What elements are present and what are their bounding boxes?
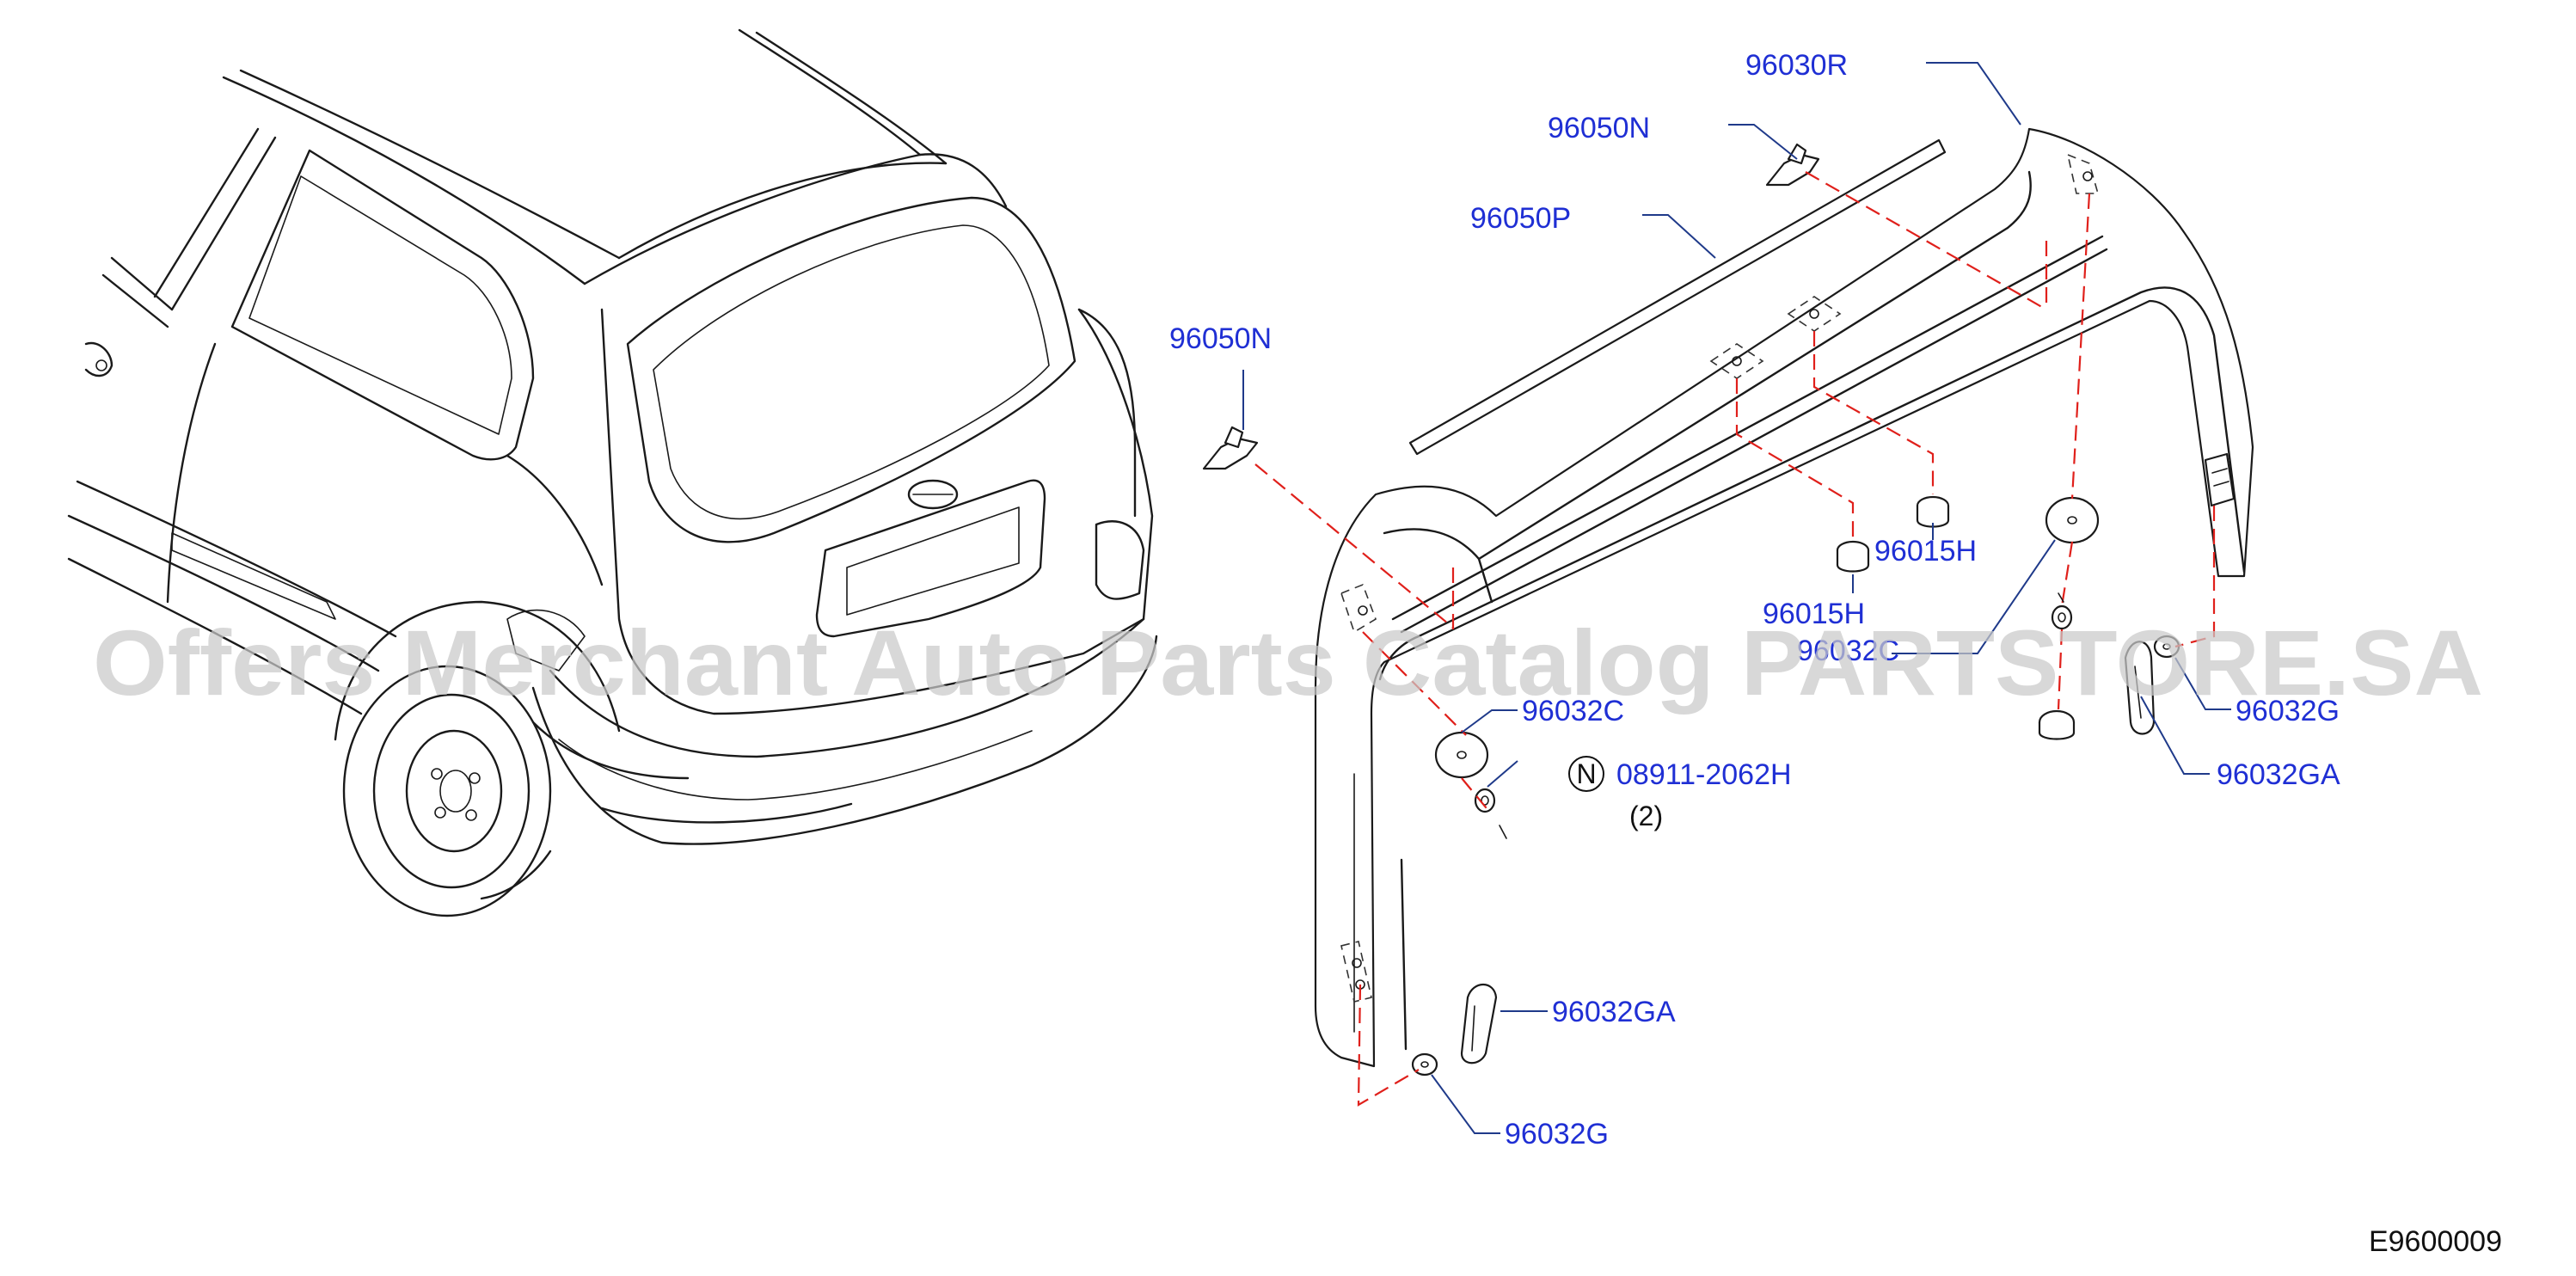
clip-96050N-left	[1202, 426, 1259, 470]
label-96032G-left: 96032G	[1505, 1118, 1609, 1150]
label-96032GA-left: 96032GA	[1552, 996, 1676, 1028]
watermark: Offers Merchant Auto Parts Catalog PARTS…	[93, 610, 2483, 715]
clip-96032GA-left	[1460, 984, 1498, 1064]
grommet-96015H-right	[1916, 495, 1950, 528]
label-96032G-right: 96032G	[2236, 695, 2340, 727]
label-bolt-qty: (2)	[1629, 801, 1663, 831]
cap-right	[2038, 709, 2076, 740]
nut-right	[2051, 604, 2073, 630]
grommet-96015H-left	[1836, 540, 1870, 573]
label-96032GA-right: 96032GA	[2217, 758, 2340, 791]
bolt-marker-circle	[1568, 756, 1604, 792]
diagram-code: E9600009	[2369, 1225, 2502, 1258]
label-96015H-left: 96015H	[1763, 598, 1865, 630]
label-96050N-left: 96050N	[1169, 322, 1272, 355]
spoiler-body	[1314, 127, 2254, 1068]
label-bolt: 08911-2062H	[1616, 758, 1792, 791]
washer-96032C-right	[2045, 496, 2100, 544]
label-96030R: 96030R	[1745, 49, 1848, 82]
bolt-marker: N	[1576, 758, 1596, 789]
spoiler-strip	[1408, 138, 1947, 456]
label-96050P: 96050P	[1470, 202, 1571, 235]
label-96032C-left: 96032C	[1522, 695, 1624, 727]
clip-96050N-top	[1765, 143, 1820, 187]
label-96050N-top: 96050N	[1548, 112, 1650, 144]
label-96015H-right: 96015H	[1874, 535, 1977, 567]
spoiler-assembly	[1314, 127, 2254, 1068]
label-96032C-right: 96032C	[1797, 635, 1899, 667]
labels: 96030R 96050N 96050P 96050N 96015H 96015…	[1169, 49, 2502, 1258]
assembly-lines	[1254, 171, 2216, 1107]
car-rear-view	[67, 28, 1158, 917]
nut-left	[1474, 788, 1496, 813]
clip-96032GA-right	[2124, 641, 2156, 735]
leader-lines	[1242, 62, 2231, 1134]
washer-96032C-left	[1434, 731, 1489, 779]
